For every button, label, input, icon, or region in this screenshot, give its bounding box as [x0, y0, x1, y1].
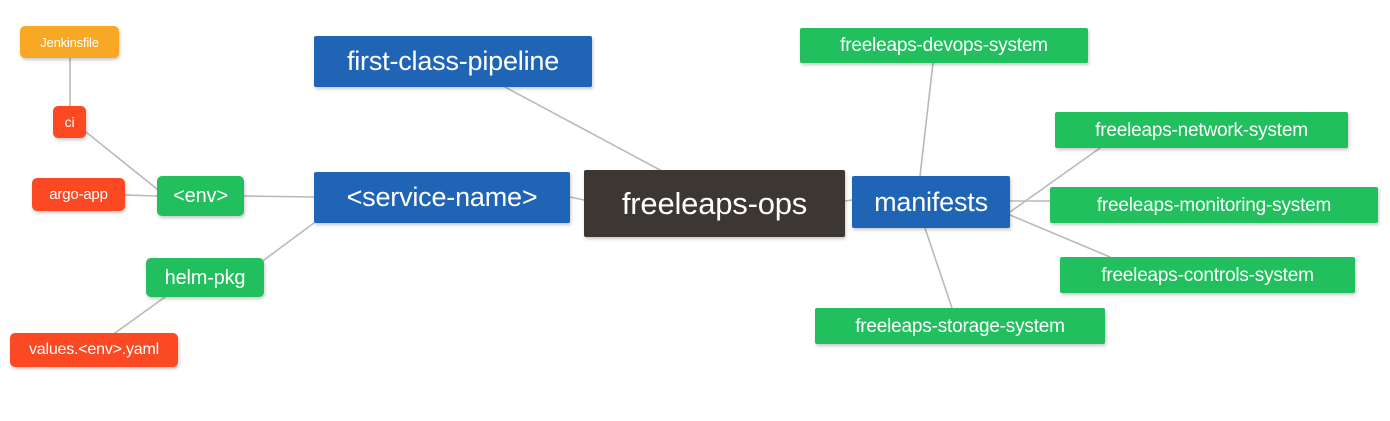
node-label: first-class-pipeline [346, 46, 560, 76]
node-label: freeleaps-monitoring-system [1096, 194, 1332, 216]
node-freeleaps-ops[interactable]: freeleaps-ops [584, 170, 845, 237]
edge-first-class-pipeline-to-freeleaps-ops [504, 86, 661, 171]
node-jenkinsfile[interactable]: Jenkinsfile [20, 26, 119, 58]
node-argo-app[interactable]: argo-app [32, 178, 125, 211]
node-label: freeleaps-devops-system [840, 35, 1048, 56]
node-label: helm-pkg [164, 266, 246, 289]
node-manifests[interactable]: manifests [852, 176, 1010, 228]
node-label: ci [64, 114, 75, 130]
node-label: Jenkinsfile [40, 34, 99, 50]
node-label: argo-app [49, 186, 108, 203]
node-ci[interactable]: ci [53, 106, 86, 138]
edge-freeleaps-ops-to-manifests [844, 199, 853, 202]
node-freeleaps-devops-system[interactable]: freeleaps-devops-system [800, 28, 1088, 63]
node-label: manifests [874, 186, 988, 217]
node-label: values.<env>.yaml [28, 341, 159, 358]
node-label: freeleaps-ops [621, 186, 808, 221]
node-label: <service-name> [346, 182, 538, 212]
edge-service-name-to-helm-pkg [263, 222, 315, 261]
node-freeleaps-monitoring-system[interactable]: freeleaps-monitoring-system [1050, 187, 1378, 223]
edge-argo-app-to-env [124, 194, 158, 197]
node-env[interactable]: <env> [157, 176, 244, 216]
node-values-yaml[interactable]: values.<env>.yaml [10, 333, 178, 367]
node-label: freeleaps-storage-system [855, 315, 1065, 337]
node-label: freeleaps-network-system [1095, 119, 1308, 141]
edge-helm-pkg-to-values-yaml [114, 296, 166, 334]
node-freeleaps-network-system[interactable]: freeleaps-network-system [1055, 112, 1348, 148]
edge-manifests-to-freeleaps-devops-system [919, 62, 934, 177]
node-freeleaps-storage-system[interactable]: freeleaps-storage-system [815, 308, 1105, 344]
node-freeleaps-controls-system[interactable]: freeleaps-controls-system [1060, 257, 1355, 293]
node-first-class-pipeline[interactable]: first-class-pipeline [314, 36, 592, 87]
node-label: <env> [173, 185, 228, 207]
edge-env-to-service-name [243, 195, 315, 198]
node-label: freeleaps-controls-system [1101, 264, 1314, 286]
edge-service-name-to-freeleaps-ops [569, 196, 585, 201]
node-service-name[interactable]: <service-name> [314, 172, 570, 223]
node-helm-pkg[interactable]: helm-pkg [146, 258, 264, 297]
edge-manifests-to-freeleaps-storage-system [924, 227, 953, 309]
